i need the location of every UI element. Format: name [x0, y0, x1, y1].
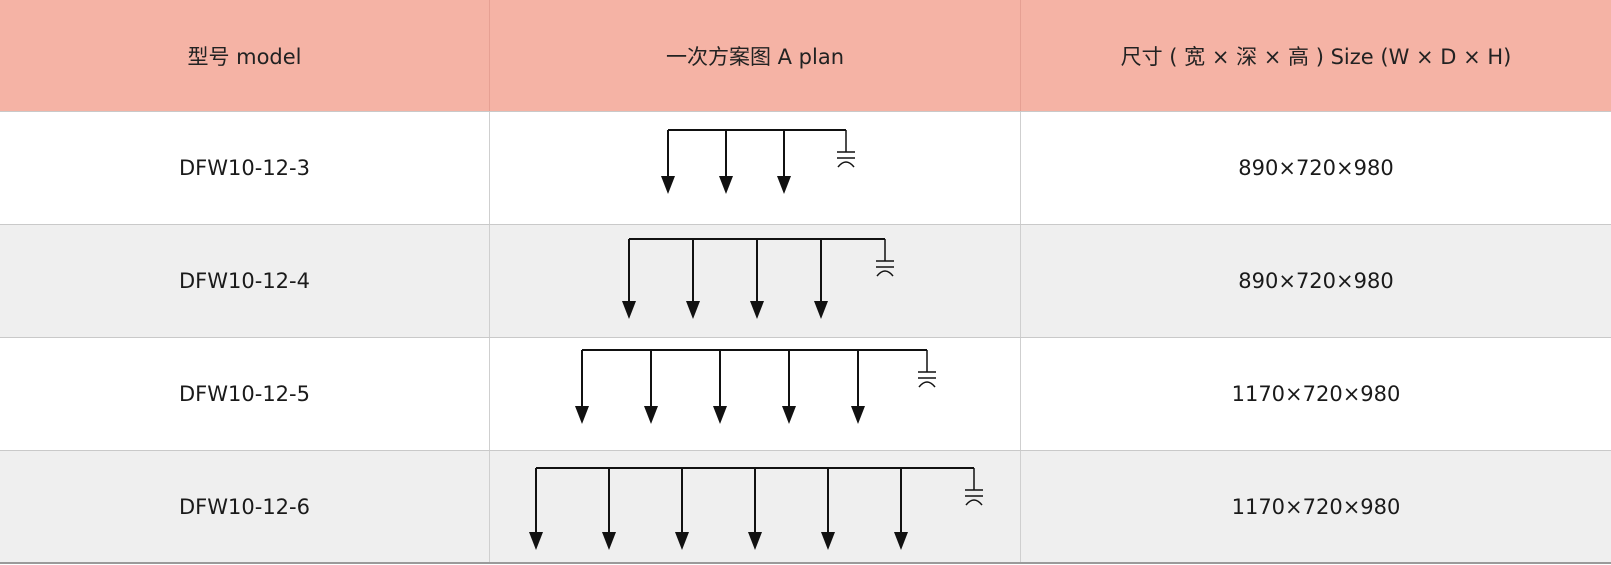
model-cell: DFW10-12-6	[0, 451, 490, 562]
size-cell: 890×720×980	[1238, 156, 1394, 180]
table-row: DFW10-12-3 890×720×980	[0, 112, 1611, 225]
feeder-arrow	[750, 300, 764, 319]
feeder-arrow	[851, 405, 865, 424]
table-header-row: 型号 model 一次方案图 A plan 尺寸 ( 宽 × 深 × 高 ) S…	[0, 0, 1611, 112]
feeder-arrow	[748, 532, 762, 550]
model-cell: DFW10-12-3	[0, 112, 490, 224]
feeder-arrow	[814, 300, 828, 319]
feeder-arrow	[821, 532, 835, 550]
feeder-arrow	[777, 175, 791, 194]
table-row: DFW10-12-5 1170×720×980	[0, 338, 1611, 451]
model-cell: DFW10-12-4	[0, 225, 490, 337]
feeder-arrow	[622, 300, 636, 319]
capacitor-arc	[918, 380, 936, 387]
feeder-arrow	[529, 532, 543, 550]
header-model: 型号 model	[0, 0, 490, 111]
plan-cell	[490, 112, 1021, 224]
feeder-arrow	[894, 532, 908, 550]
single-line-diagram	[575, 348, 936, 424]
single-line-diagram	[661, 128, 855, 194]
capacitor-arc	[837, 160, 855, 167]
size-cell: 890×720×980	[1238, 269, 1394, 293]
header-size: 尺寸 ( 宽 × 深 × 高 ) Size (W × D × H)	[1120, 44, 1512, 69]
feeder-arrow	[675, 532, 689, 550]
plan-cell	[490, 338, 1021, 450]
feeder-arrow	[575, 405, 589, 424]
feeder-arrow	[661, 175, 675, 194]
table-row: DFW10-12-4 890×720×980	[0, 225, 1611, 338]
feeder-arrow	[782, 405, 796, 424]
size-cell: 1170×720×980	[1231, 382, 1401, 406]
capacitor-arc	[876, 269, 894, 276]
header-plan: 一次方案图 A plan	[490, 0, 1021, 111]
feeder-arrow	[713, 405, 727, 424]
feeder-arrow	[602, 532, 616, 550]
plan-cell	[490, 451, 1021, 562]
table-row: DFW10-12-6 1170×720×980	[0, 451, 1611, 564]
size-cell: 1170×720×980	[1231, 494, 1401, 519]
feeder-arrow	[719, 175, 733, 194]
single-line-diagram	[529, 467, 983, 550]
single-line-diagram	[622, 237, 894, 319]
model-cell: DFW10-12-5	[0, 338, 490, 450]
plan-cell	[490, 225, 1021, 337]
capacitor-arc	[965, 499, 983, 506]
feeder-arrow	[644, 405, 658, 424]
feeder-arrow	[686, 300, 700, 319]
